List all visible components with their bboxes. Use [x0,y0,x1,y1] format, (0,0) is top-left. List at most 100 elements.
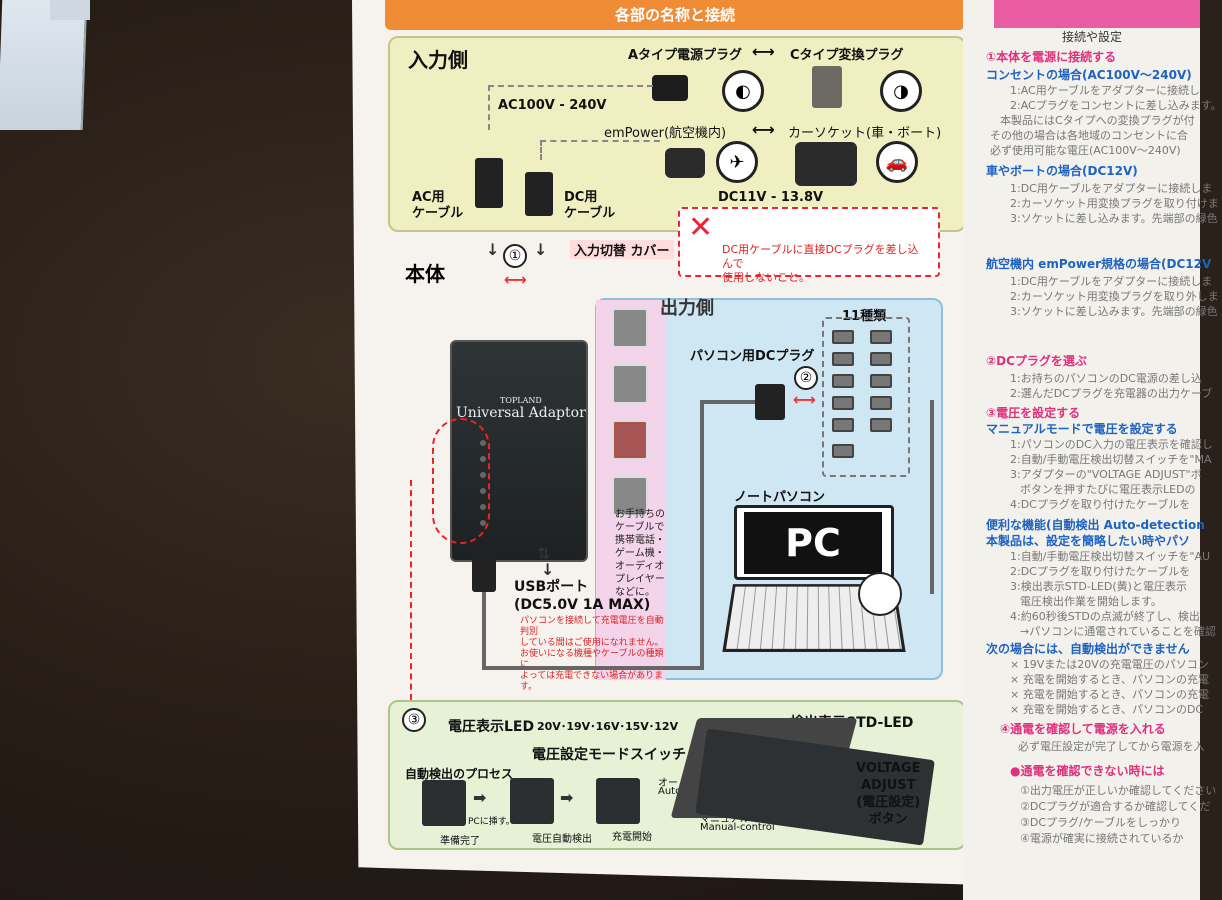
usb-note-line3: お使いになる機種やケーブルの種類に [520,649,664,670]
process-stage-1-icon [422,780,466,826]
stage-ready: 準備完了 [440,836,480,847]
led-12v [480,504,486,510]
warning-text-line2: 使用しないこと。 [722,271,810,284]
down-arrow-usb-icon: ↓ [541,560,555,579]
led-16v [480,472,486,478]
step1-line4: その他の場合は各地域のコンセントに合 [990,129,1188,142]
step4-heading: ④通電を確認して電源を入れる [1000,722,1166,736]
step3-line3: 3:アダプターの"VOLTAGE ADJUST"ボ [1010,468,1202,481]
input-heading: 入力側 [408,48,468,72]
notebook-label: ノートパソコン [734,490,826,505]
voltage-adjust-line2: ADJUST [861,778,916,793]
auto-line1: 1:自動/手動電圧検出切替スイッチを"AU [1010,550,1211,563]
usb-port-label: USBポート (DC5.0V 1A MAX) [514,578,650,614]
input-switch-cover-label: 入力切替 カバー [570,240,674,259]
right-page-tab [994,0,1200,28]
plug-a-label: Aタイプ電源プラグ [628,48,743,63]
down-arrow-ac-icon: ↓ [486,240,500,259]
usb-note-line4: よっては充電できない場合があります。 [520,671,664,692]
tip-line-4: ゲーム機・ [615,548,665,559]
voltage-adjust-line4: ボタン [868,812,908,827]
warning-box [678,207,940,277]
plug-a-icon [652,75,688,101]
usb-port-name: USBポート [514,579,589,595]
mode-switch-label: 電圧設定モードスイッチ [532,747,686,763]
voltage-led-label: 電圧表示LED [448,719,535,735]
body-heading: 本体 [405,262,445,286]
device-music-player-icon [612,308,648,348]
led-highlight-oval [432,418,490,544]
laptop-dc-port-icon [858,572,902,616]
plug-c-label: Cタイプ変換プラグ [790,48,904,63]
usb-icon: ⇅ [537,544,551,563]
manual-en-label: Manual-control [700,822,775,833]
step1-sub: コンセントの場合(AC100V〜240V) [986,68,1192,82]
led-highlight-connector [410,480,413,710]
plug-c-icon [812,66,842,108]
led-19v [480,456,486,462]
step2-line1: 1:お持ちのパソコンのDC電源の差し込 [1010,372,1202,385]
tip-line-6: プレイヤー [615,574,665,585]
auto-line2: 2:DCプラグを取り付けたケーブルを [1010,565,1191,578]
step4-line: 必ず電圧設定が完了してから電源を入 [1018,740,1205,753]
dc-plug-connector-icon [755,384,785,420]
auto-line4: 電圧検出作業を開始します。 [1020,595,1162,608]
usb-port-spec: (DC5.0V 1A MAX) [514,597,651,613]
outlet-c-icon: ◑ [880,70,922,112]
brand-name: Universal Adaptor [456,405,586,421]
fail-line1: × 19Vまたは20Vの充電電圧のパソコン [1010,658,1209,671]
step4-note-line1: ①出力電圧が正しいか確認してください [1020,784,1217,797]
warning-x-icon: ✕ [688,210,714,245]
swap-arrow-2: ⟷ [752,120,775,139]
device-audio-player-icon [612,364,648,404]
output-heading: 出力側 [660,298,714,319]
auto-sub: 本製品は、設定を簡略したい時やパソ [986,534,1191,548]
dc-cable-label: DC用 ケーブル [564,190,615,222]
auto-line3: 3:検出表示STD-LED(黄)と電圧表示 [1010,580,1187,593]
car-heading: 車やボートの場合(DC12V) [986,164,1138,178]
ac-cable-connector-icon [475,158,503,208]
voltage-adjust-label: VOLTAGE ADJUST (電圧設定) ボタン [856,760,921,828]
tip-line-7: などに。 [615,587,655,598]
auto-line6: →パソコンに通電されていることを確認 [1020,625,1216,638]
dc-plug-tip-icon [832,374,854,388]
dc-plug-tip-icon [870,374,892,388]
step1-line3: 本製品にはCタイプへの変換プラグが付 [1000,114,1195,127]
dc-cable-label-line2: ケーブル [564,206,616,221]
red-arrow-plug-icon: ⟷ [793,390,816,409]
step3-heading: ③電圧を設定する [986,406,1081,420]
dc-cable-line [540,140,660,160]
ac-cable-line [488,85,653,130]
dc-voltage: DC11V - 13.8V [718,190,824,205]
air-line2: 2:カーソケット用変換プラグを取り外しま [1010,290,1219,303]
dc-plug-tip-icon [870,330,892,344]
dc-plug-tip-icon [832,444,854,458]
device-game-console-icon [612,476,648,516]
process-stage-2-icon [510,778,554,824]
usb-note-line1: パソコンを接続して充電電圧を自動判別 [520,616,664,637]
auto-process-label: 自動検出のプロセス [405,767,514,781]
usb-tips: お手持ちの ケーブルで 携帯電話・ ゲーム機・ オーディオ プレイヤー などに。 [615,508,675,599]
step4-note-line4: ④電源が確実に接続されているか [1020,832,1184,845]
warning-text: DC用ケーブルに直接DCプラグを差し込んで 使用しないこと。 [722,243,922,285]
empower-plug-icon [665,148,705,178]
output-cable-riser [700,404,704,670]
dc-plug-tip-icon [832,330,854,344]
ac-cable-label: AC用 ケーブル [412,190,463,222]
car-line1: 1:DC用ケーブルをアダプターに接続しま [1010,182,1213,195]
car-line3: 3:ソケットに差し込みます。先端部の緑色 [1010,212,1218,225]
pc-cable-vertical [930,400,934,594]
output-cable-top [700,400,760,404]
dc-cable-label-line1: DC用 [564,190,598,205]
step3-line5: 4:DCプラグを取り付けたケーブルを [1010,498,1191,511]
plug-types-count: 11種類 [842,309,887,324]
usb-note: パソコンを接続して充電電圧を自動判別 している間はご使用になれません。 お使いに… [520,616,670,693]
ac-voltage: AC100V - 240V [498,98,607,113]
step3-line1: 1:パソコンのDC入力の電圧表示を確認し [1010,438,1213,451]
dc-cable-connector-icon [525,172,553,216]
step4-note-line3: ③DCプラグ/ケーブルをしっかり [1020,816,1182,829]
dc-plug-tip-icon [870,352,892,366]
step2-line2: 2:選んだDCプラグを充電器の出力ケーブ [1010,387,1213,400]
step2-heading: ②DCプラグを選ぶ [986,354,1087,368]
step4-note: ●通電を確認できない時には [1010,764,1165,778]
